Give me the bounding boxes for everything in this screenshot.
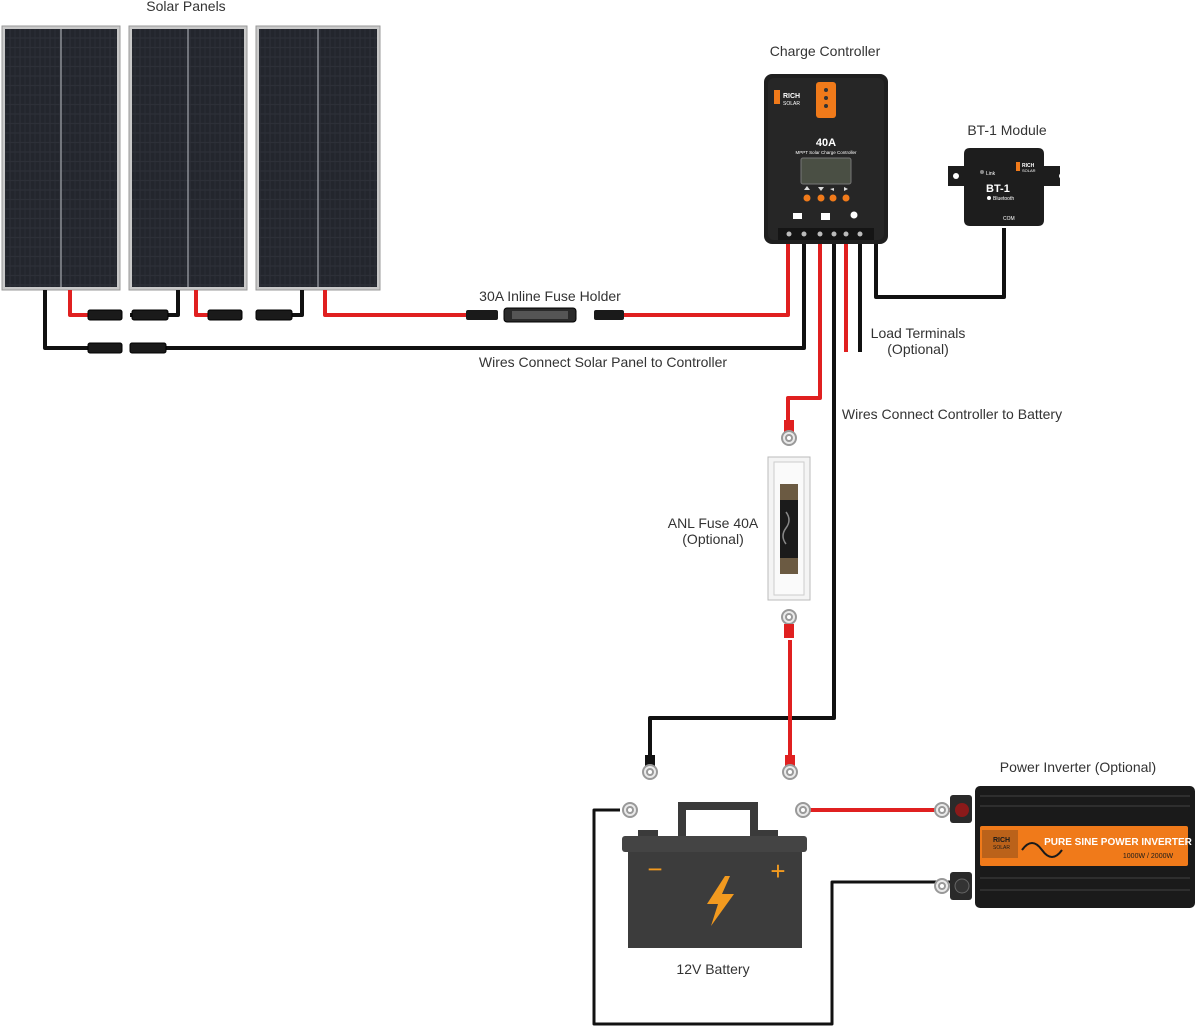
link-led	[980, 170, 984, 174]
bt1-brand-line2: SOLAR	[1022, 168, 1036, 173]
charge-controller: RICH SOLAR 40A MPPT Solar Charge Control…	[764, 74, 888, 244]
controller-buttons	[803, 194, 850, 202]
anl-fuse	[767, 456, 811, 601]
inverter-brand-line1: RICH	[993, 837, 1010, 844]
diagram-labels: Solar Panels Charge Controller BT-1 Modu…	[146, 0, 1156, 977]
load-port-icon	[850, 211, 858, 219]
label-charge-controller: Charge Controller	[770, 43, 881, 59]
bluetooth-icon	[987, 196, 991, 200]
ring-terminals	[642, 420, 798, 780]
solar-port-icon	[793, 213, 802, 219]
inverter-negative-terminal	[954, 878, 970, 894]
label-power-inverter: Power Inverter (Optional)	[1000, 759, 1156, 775]
bt1-link-label: Link	[986, 171, 996, 177]
label-load-terminals-optional: (Optional)	[887, 341, 948, 357]
bt1-logo-mark	[1016, 162, 1020, 171]
battery-handle	[678, 802, 758, 836]
inverter-brand-line2: SOLAR	[993, 845, 1010, 851]
controller-lcd	[800, 157, 852, 185]
label-anl-fuse: ANL Fuse 40A	[668, 515, 759, 531]
battery-port-icon	[821, 213, 830, 220]
solar-panel-array	[1, 25, 381, 291]
solar-panel-1	[1, 25, 121, 291]
label-inline-fuse: 30A Inline Fuse Holder	[479, 288, 621, 304]
bt1-name: BT-1	[986, 183, 1010, 195]
label-bt1-module: BT-1 Module	[967, 122, 1047, 138]
label-solar-panels: Solar Panels	[146, 0, 225, 14]
battery-inverter-terminals	[622, 802, 950, 894]
solar-panel-3	[255, 25, 381, 291]
controller-brand-line1: RICH	[783, 93, 800, 100]
controller-brand-line2: SOLAR	[783, 101, 800, 107]
controller-wiring	[648, 228, 1006, 765]
inverter-positive-terminal	[955, 803, 969, 817]
controller-terminal-screws	[786, 231, 863, 237]
label-load-terminals: Load Terminals	[871, 325, 966, 341]
power-inverter: RICH SOLAR PURE SINE POWER INVERTER 1000…	[950, 786, 1195, 908]
sine-wave-icon	[1021, 842, 1063, 858]
lightning-bolt-icon	[707, 876, 734, 926]
bt1-module: Link RICH SOLAR BT-1 Bluetooth COM	[948, 148, 1065, 226]
controller-nav-arrows	[804, 186, 848, 191]
inverter-title: PURE SINE POWER INVERTER	[1044, 837, 1193, 848]
battery-12v: − +	[622, 802, 807, 948]
bt1-brand-line1: RICH	[1022, 163, 1035, 169]
controller-rating: 40A	[816, 137, 836, 149]
inverter-rating: 1000W / 2000W	[1123, 853, 1174, 860]
battery-negative-sign: −	[647, 854, 662, 884]
solar-panel-2	[128, 25, 248, 291]
inline-fuse-holder	[466, 307, 624, 323]
bt1-bluetooth-label: Bluetooth	[993, 196, 1014, 202]
bt1-port-label: COM	[1003, 216, 1015, 222]
label-wires-panel-controller: Wires Connect Solar Panel to Controller	[479, 354, 728, 370]
controller-port-icons	[793, 211, 858, 220]
label-anl-fuse-optional: (Optional)	[682, 531, 743, 547]
brand-logo-mark	[774, 90, 780, 104]
label-wires-controller-battery: Wires Connect Controller to Battery	[842, 406, 1062, 422]
battery-positive-sign: +	[770, 856, 785, 886]
mc4-connectors	[87, 309, 293, 354]
label-battery: 12V Battery	[676, 961, 749, 977]
controller-model: MPPT Solar Charge Controller	[796, 150, 857, 155]
